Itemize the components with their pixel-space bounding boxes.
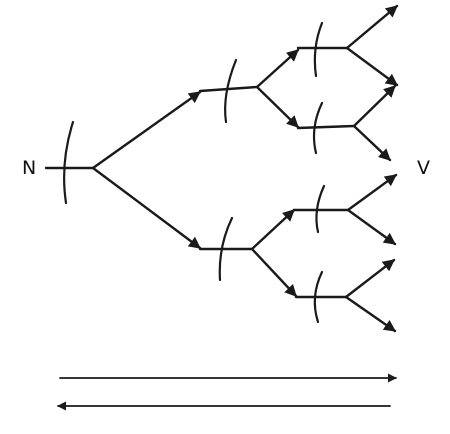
root-arc xyxy=(63,120,75,205)
branch-lower-down xyxy=(250,247,298,298)
branch-upper-down xyxy=(255,85,300,129)
arc-node-d xyxy=(313,270,324,324)
leaf-2 xyxy=(345,46,399,87)
branch-root-lower xyxy=(91,166,202,250)
arc-node-a xyxy=(313,21,324,78)
leaf-3 xyxy=(352,84,397,128)
arc-lower xyxy=(218,216,234,282)
branch-upper-up xyxy=(255,48,300,89)
branch-root-upper xyxy=(91,90,202,170)
leaf-6 xyxy=(346,208,397,246)
left-label-n: N xyxy=(22,157,36,179)
leaf-1 xyxy=(345,4,399,50)
leaf-5 xyxy=(346,173,398,212)
branch-lower-up xyxy=(250,208,296,251)
leaf-4 xyxy=(352,124,392,162)
leaf-7 xyxy=(344,258,396,299)
arc-node-c xyxy=(315,184,326,234)
stem-upper xyxy=(198,85,259,93)
arc-upper xyxy=(224,58,238,124)
leaf-8 xyxy=(344,295,397,333)
right-label-v: V xyxy=(417,157,430,179)
arc-node-b xyxy=(312,101,324,155)
stem-node-b xyxy=(296,124,356,130)
